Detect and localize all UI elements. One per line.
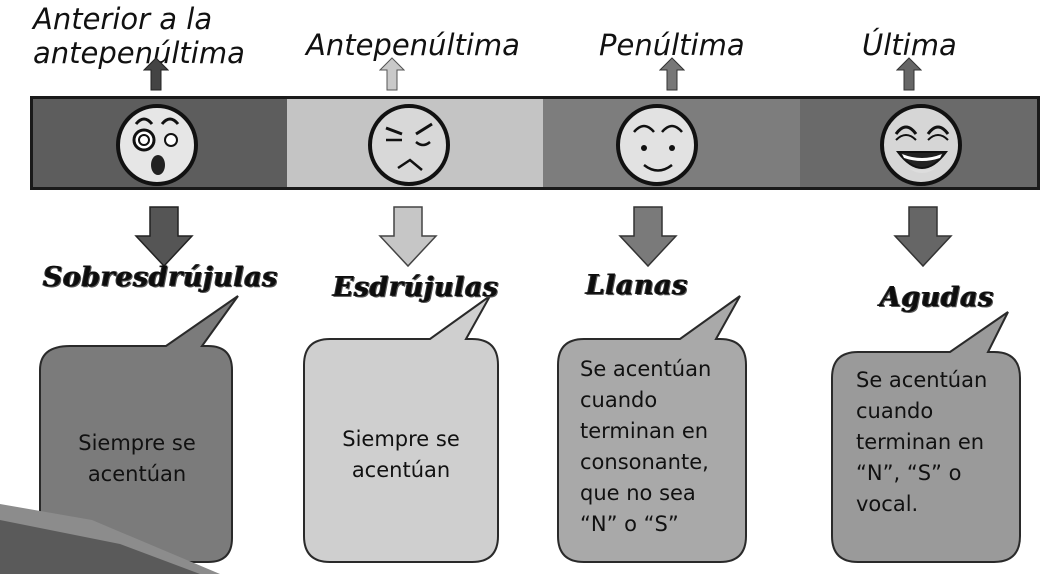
up-arrow-icon	[379, 57, 405, 91]
rule-text-sobresdrujulas: Siempre se acentúan	[48, 428, 226, 490]
category-title-agudas: Agudas	[880, 282, 995, 313]
up-arrow-icon	[659, 57, 685, 91]
position-label-line2: antepenúltima	[33, 36, 245, 70]
rule-line: acentúan	[351, 458, 451, 482]
rule-line: Se acentúan	[580, 357, 712, 381]
rule-line: terminan en	[856, 430, 985, 454]
position-label-line1: Anterior a la	[33, 2, 213, 36]
category-title-esdrujulas: Esdrújulas	[333, 272, 499, 303]
category-title-llanas: Llanas	[586, 270, 689, 301]
position-label-penultimate: Penúltima	[599, 28, 745, 62]
rule-line: consonante,	[580, 450, 709, 474]
rule-text-llanas: Se acentúan cuando terminan en consonant…	[580, 354, 730, 540]
rule-line: “N” o “S”	[580, 512, 679, 536]
position-label-antepenultimate: Antepenúltima	[306, 28, 520, 62]
rule-line: Siempre se	[78, 431, 196, 455]
rule-text-agudas: Se acentúan cuando terminan en “N”, “S” …	[856, 365, 1006, 520]
rule-line: “N”, “S” o	[856, 461, 962, 485]
rule-line: cuando	[580, 388, 658, 412]
down-arrow-icon	[378, 206, 438, 268]
surprised-face-icon	[116, 104, 198, 186]
down-arrow-icon	[618, 206, 678, 268]
rule-line: terminan en	[580, 419, 709, 443]
up-arrow-icon	[143, 57, 169, 91]
rule-line: Se acentúan	[856, 368, 988, 392]
laughing-face-icon	[880, 104, 962, 186]
annoyed-face-icon	[368, 104, 450, 186]
down-arrow-icon	[134, 206, 194, 268]
smiling-face-icon	[616, 104, 698, 186]
rule-line: cuando	[856, 399, 934, 423]
position-label-ultimate: Última	[862, 28, 957, 62]
rule-line: vocal.	[856, 492, 919, 516]
position-label-before-antepenultimate: Anterior a la antepenúltima	[33, 2, 245, 70]
up-arrow-icon	[896, 57, 922, 91]
rule-text-esdrujulas: Siempre se acentúan	[310, 424, 492, 486]
rule-line: que no sea	[580, 481, 696, 505]
down-arrow-icon	[893, 206, 953, 268]
category-title-sobresdrujulas: Sobresdrújulas	[43, 262, 279, 293]
rule-line: acentúan	[87, 462, 187, 486]
rule-line: Siempre se	[342, 427, 460, 451]
